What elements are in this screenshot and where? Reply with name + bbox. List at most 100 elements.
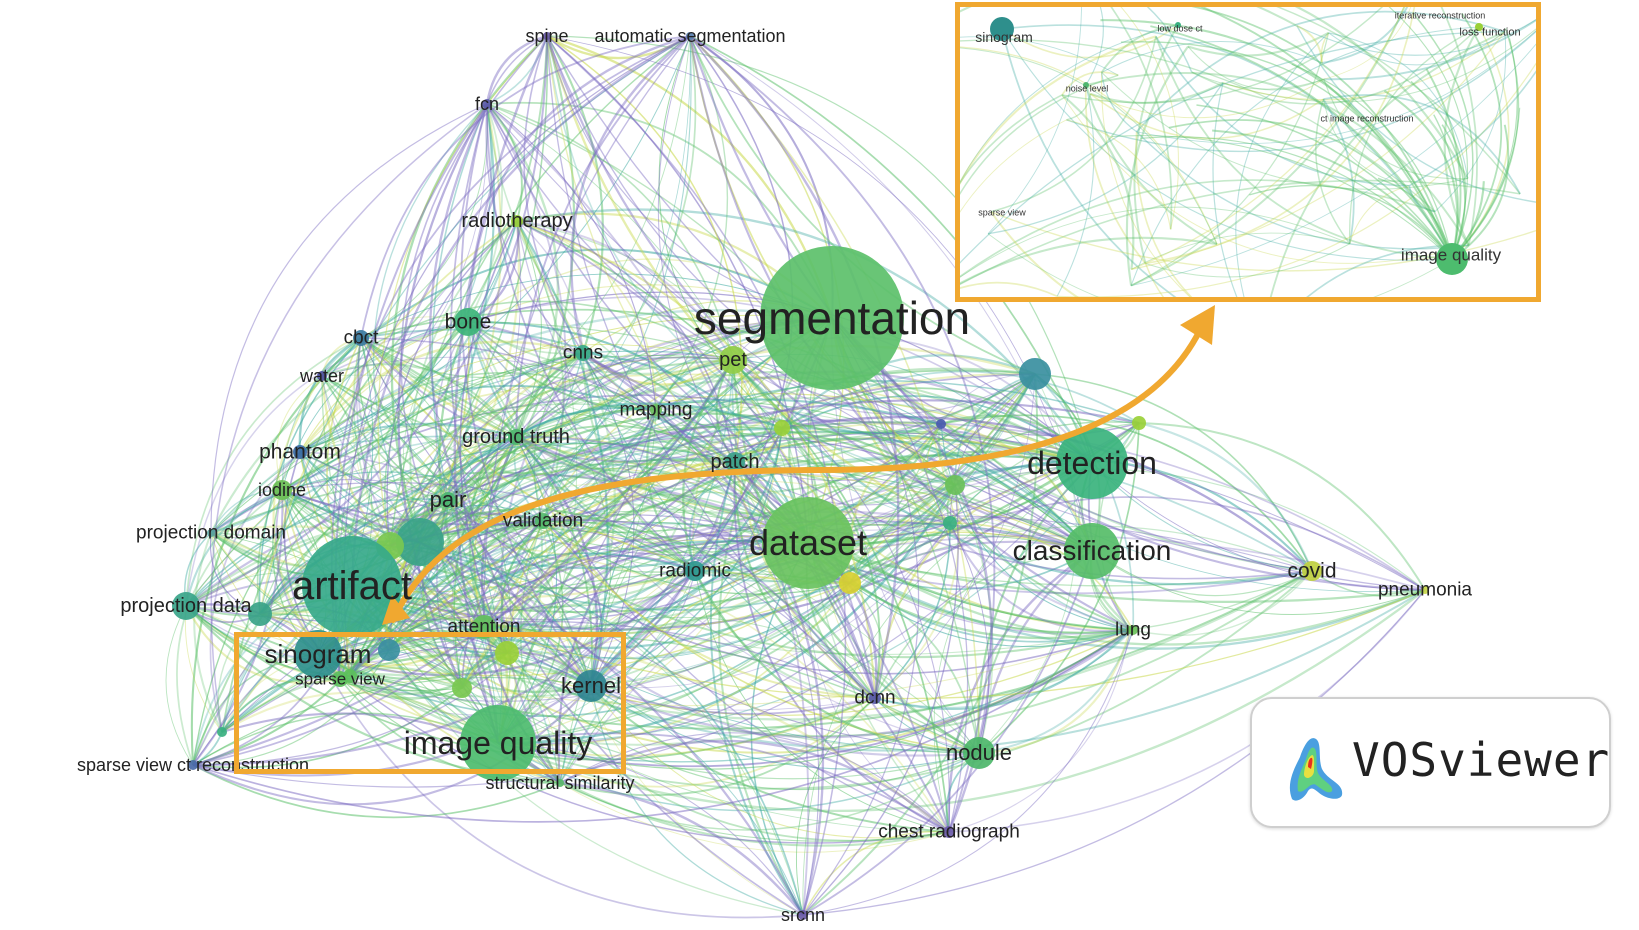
node-ground-truth[interactable] [508, 429, 524, 445]
node-label-cbct[interactable]: cbct [343, 327, 379, 349]
node-automatic-segmentation[interactable] [686, 32, 694, 40]
node-spine[interactable] [543, 32, 551, 40]
node-dataset[interactable] [762, 497, 854, 589]
node-label-ground-truth[interactable]: ground truth [462, 426, 570, 448]
node-projection-domain[interactable] [207, 529, 215, 537]
node-radiotherapy[interactable] [511, 215, 523, 227]
node-pneumonia[interactable] [1421, 586, 1429, 594]
node-pair[interactable] [440, 492, 456, 508]
node-label-water[interactable]: water [299, 366, 345, 386]
node-structural-similarity[interactable] [556, 779, 564, 787]
node[interactable] [774, 420, 790, 436]
node-label-pet[interactable]: pet [719, 349, 747, 371]
node-label-phantom[interactable]: phantom [259, 440, 341, 464]
inset-node[interactable] [1436, 243, 1468, 275]
node-mapping[interactable] [650, 404, 662, 416]
node-label-sparse-view[interactable]: sparse view [295, 669, 385, 689]
node-validation[interactable] [535, 513, 551, 529]
node-sparse-view-ct[interactable] [188, 760, 198, 770]
node-phantom[interactable] [293, 445, 307, 459]
node-label-mapping[interactable]: mapping [619, 399, 693, 421]
node-label-cnns[interactable]: cnns [562, 342, 604, 364]
node-label-radiomic[interactable]: radiomic [659, 560, 731, 582]
inset-node[interactable] [1475, 23, 1483, 31]
node-lung[interactable] [1128, 625, 1138, 635]
node[interactable] [495, 641, 519, 665]
node-dcnn[interactable] [869, 692, 881, 704]
node-label-dataset[interactable]: dataset [748, 522, 868, 563]
node-classification[interactable] [1064, 523, 1120, 579]
node-label-classification[interactable]: classification [1012, 535, 1172, 566]
node-label-image-quality[interactable]: image quality [403, 725, 593, 761]
node-label-lung[interactable]: lung [1115, 619, 1151, 641]
node[interactable] [936, 419, 946, 429]
node-sinogram[interactable] [294, 630, 342, 678]
node[interactable] [943, 516, 957, 530]
node-detection[interactable] [1056, 427, 1128, 499]
node-label-dcnn[interactable]: dcnn [854, 687, 896, 709]
node-radiomic[interactable] [685, 561, 705, 581]
node-chest-radiograph[interactable] [943, 826, 955, 838]
inset-label[interactable]: low dose ct [1157, 23, 1203, 34]
node-label-structural-similarity[interactable]: structural similarity [485, 773, 635, 793]
node-label-artifact[interactable]: artifact [291, 564, 413, 608]
node-label-projection-data[interactable]: projection data [120, 595, 252, 617]
inset-label[interactable]: loss function [1459, 26, 1521, 39]
node[interactable] [248, 602, 272, 626]
node-label-kernel[interactable]: kernel [561, 673, 621, 698]
node-label-sinogram[interactable]: sinogram [264, 639, 372, 669]
node[interactable] [217, 727, 227, 737]
node-covid[interactable] [1302, 561, 1322, 581]
node-bone[interactable] [454, 308, 482, 336]
node-image-quality[interactable] [460, 705, 536, 781]
node[interactable] [396, 518, 444, 566]
node-sparse-view[interactable] [332, 671, 348, 687]
node-iodine[interactable] [272, 480, 292, 500]
node-nodule[interactable] [963, 737, 995, 769]
inset-node[interactable] [1083, 82, 1089, 88]
node-label-projection-domain[interactable]: projection domain [136, 522, 286, 544]
node-artifact[interactable] [302, 536, 402, 636]
inset-label[interactable]: sparse view [978, 207, 1026, 218]
node-cbct[interactable] [353, 330, 369, 346]
node-label-iodine[interactable]: iodine [257, 480, 307, 500]
node-cnns[interactable] [575, 345, 591, 361]
node-label-segmentation[interactable]: segmentation [693, 292, 971, 344]
node-kernel[interactable] [575, 670, 607, 702]
inset-label[interactable]: image quality [1400, 245, 1502, 265]
node[interactable] [945, 475, 965, 495]
node-segmentation[interactable] [760, 246, 904, 390]
node-label-chest-radiograph[interactable]: chest radiograph [878, 821, 1020, 843]
inset-label[interactable]: ct image reconstruction [1320, 113, 1414, 124]
inset-label[interactable]: sinogram [975, 29, 1033, 45]
node-label-fcn[interactable]: fcn [474, 94, 500, 114]
node-label-pneumonia[interactable]: pneumonia [1377, 579, 1473, 601]
inset-node[interactable] [990, 17, 1014, 41]
node[interactable] [839, 572, 861, 594]
node-label-bone[interactable]: bone [444, 310, 492, 334]
node-label-spine[interactable]: spine [525, 26, 569, 46]
node-label-validation[interactable]: validation [502, 510, 584, 532]
node-projection-data[interactable] [172, 592, 200, 620]
inset-node[interactable] [1175, 22, 1181, 28]
node-label-srcnn[interactable]: srcnn [780, 905, 826, 925]
node-water[interactable] [317, 371, 327, 381]
node-label-attention[interactable]: attention [447, 616, 521, 638]
node-label-radiotherapy[interactable]: radiotherapy [461, 210, 573, 232]
node-label-covid[interactable]: covid [1287, 559, 1337, 583]
node-srcnn[interactable] [798, 910, 808, 920]
node-label-detection[interactable]: detection [1027, 445, 1157, 481]
node-label-patch[interactable]: patch [710, 451, 760, 473]
node-label-automatic-segmentation[interactable]: automatic segmentation [594, 26, 786, 46]
node-label-pair[interactable]: pair [429, 487, 467, 512]
inset-label[interactable]: noise level [1065, 83, 1109, 94]
node[interactable] [378, 639, 400, 661]
node[interactable] [1132, 416, 1146, 430]
node[interactable] [452, 678, 472, 698]
node-patch[interactable] [725, 452, 745, 472]
inset-label[interactable]: iterative reconstruction [1394, 10, 1486, 21]
node-fcn[interactable] [482, 99, 492, 109]
node-pet[interactable] [719, 346, 747, 374]
node-label-nodule[interactable]: nodule [945, 740, 1013, 765]
node[interactable] [1019, 358, 1051, 390]
